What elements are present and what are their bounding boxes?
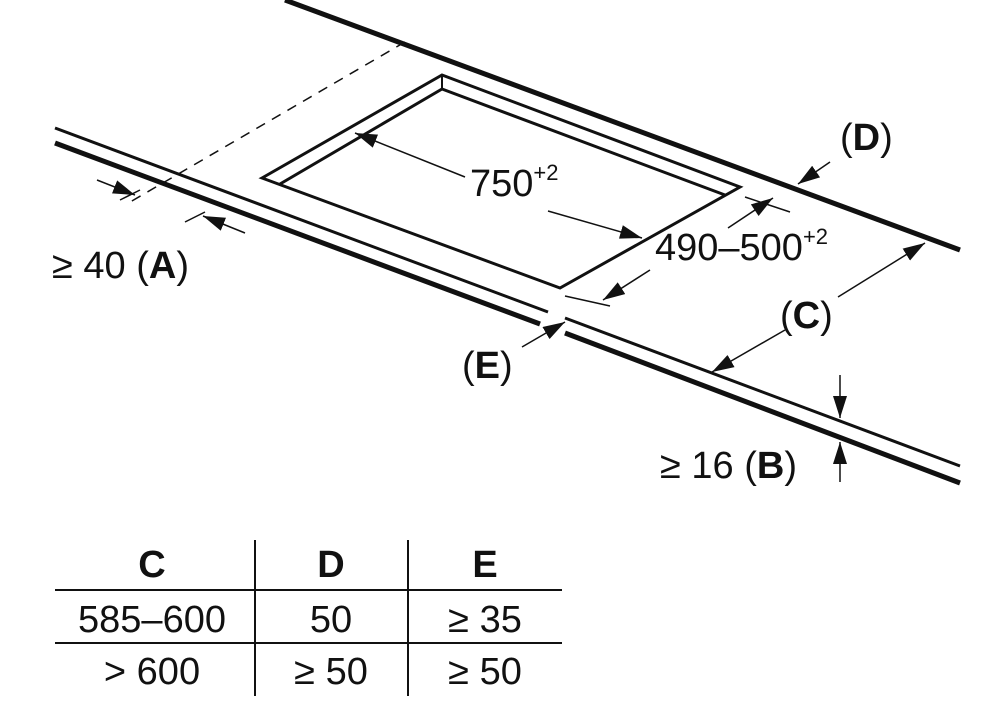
table-header: E — [472, 544, 497, 586]
label-e: (E) — [462, 345, 513, 387]
d-arrow — [797, 161, 831, 185]
a-arrow — [96, 179, 136, 196]
clearance-table: C D E 585–600 50 ≥ 35 > 600 ≥ 50 ≥ 50 — [78, 544, 522, 693]
table-header: C — [138, 544, 165, 586]
cutout-outline — [258, 73, 744, 290]
c-arrow — [837, 242, 926, 298]
e-arrow — [521, 321, 566, 348]
worktop-front-bottom-line — [54, 140, 541, 327]
table-cell: 585–600 — [78, 599, 226, 641]
label-d: (D) — [840, 117, 893, 159]
depth-dimension-label: 490–500+2 — [655, 224, 828, 269]
label-c: (C) — [780, 295, 833, 337]
table-cell: > 600 — [104, 651, 200, 693]
table-header: D — [317, 544, 344, 586]
width-dimension-arrow — [354, 132, 466, 178]
table-cell: 50 — [310, 599, 352, 641]
table-cell: ≥ 50 — [294, 651, 368, 693]
label-a: ≥ 40 (A) — [52, 245, 189, 287]
table-cell: ≥ 35 — [448, 599, 522, 641]
worktop-back-edge — [284, 0, 961, 253]
worktop-front-top-line — [54, 126, 549, 314]
label-b: ≥ 16 (B) — [660, 445, 797, 487]
table-cell: ≥ 50 — [448, 651, 522, 693]
depth-dimension-arrow — [727, 197, 774, 229]
width-dimension-label: 750+2 — [470, 160, 559, 205]
